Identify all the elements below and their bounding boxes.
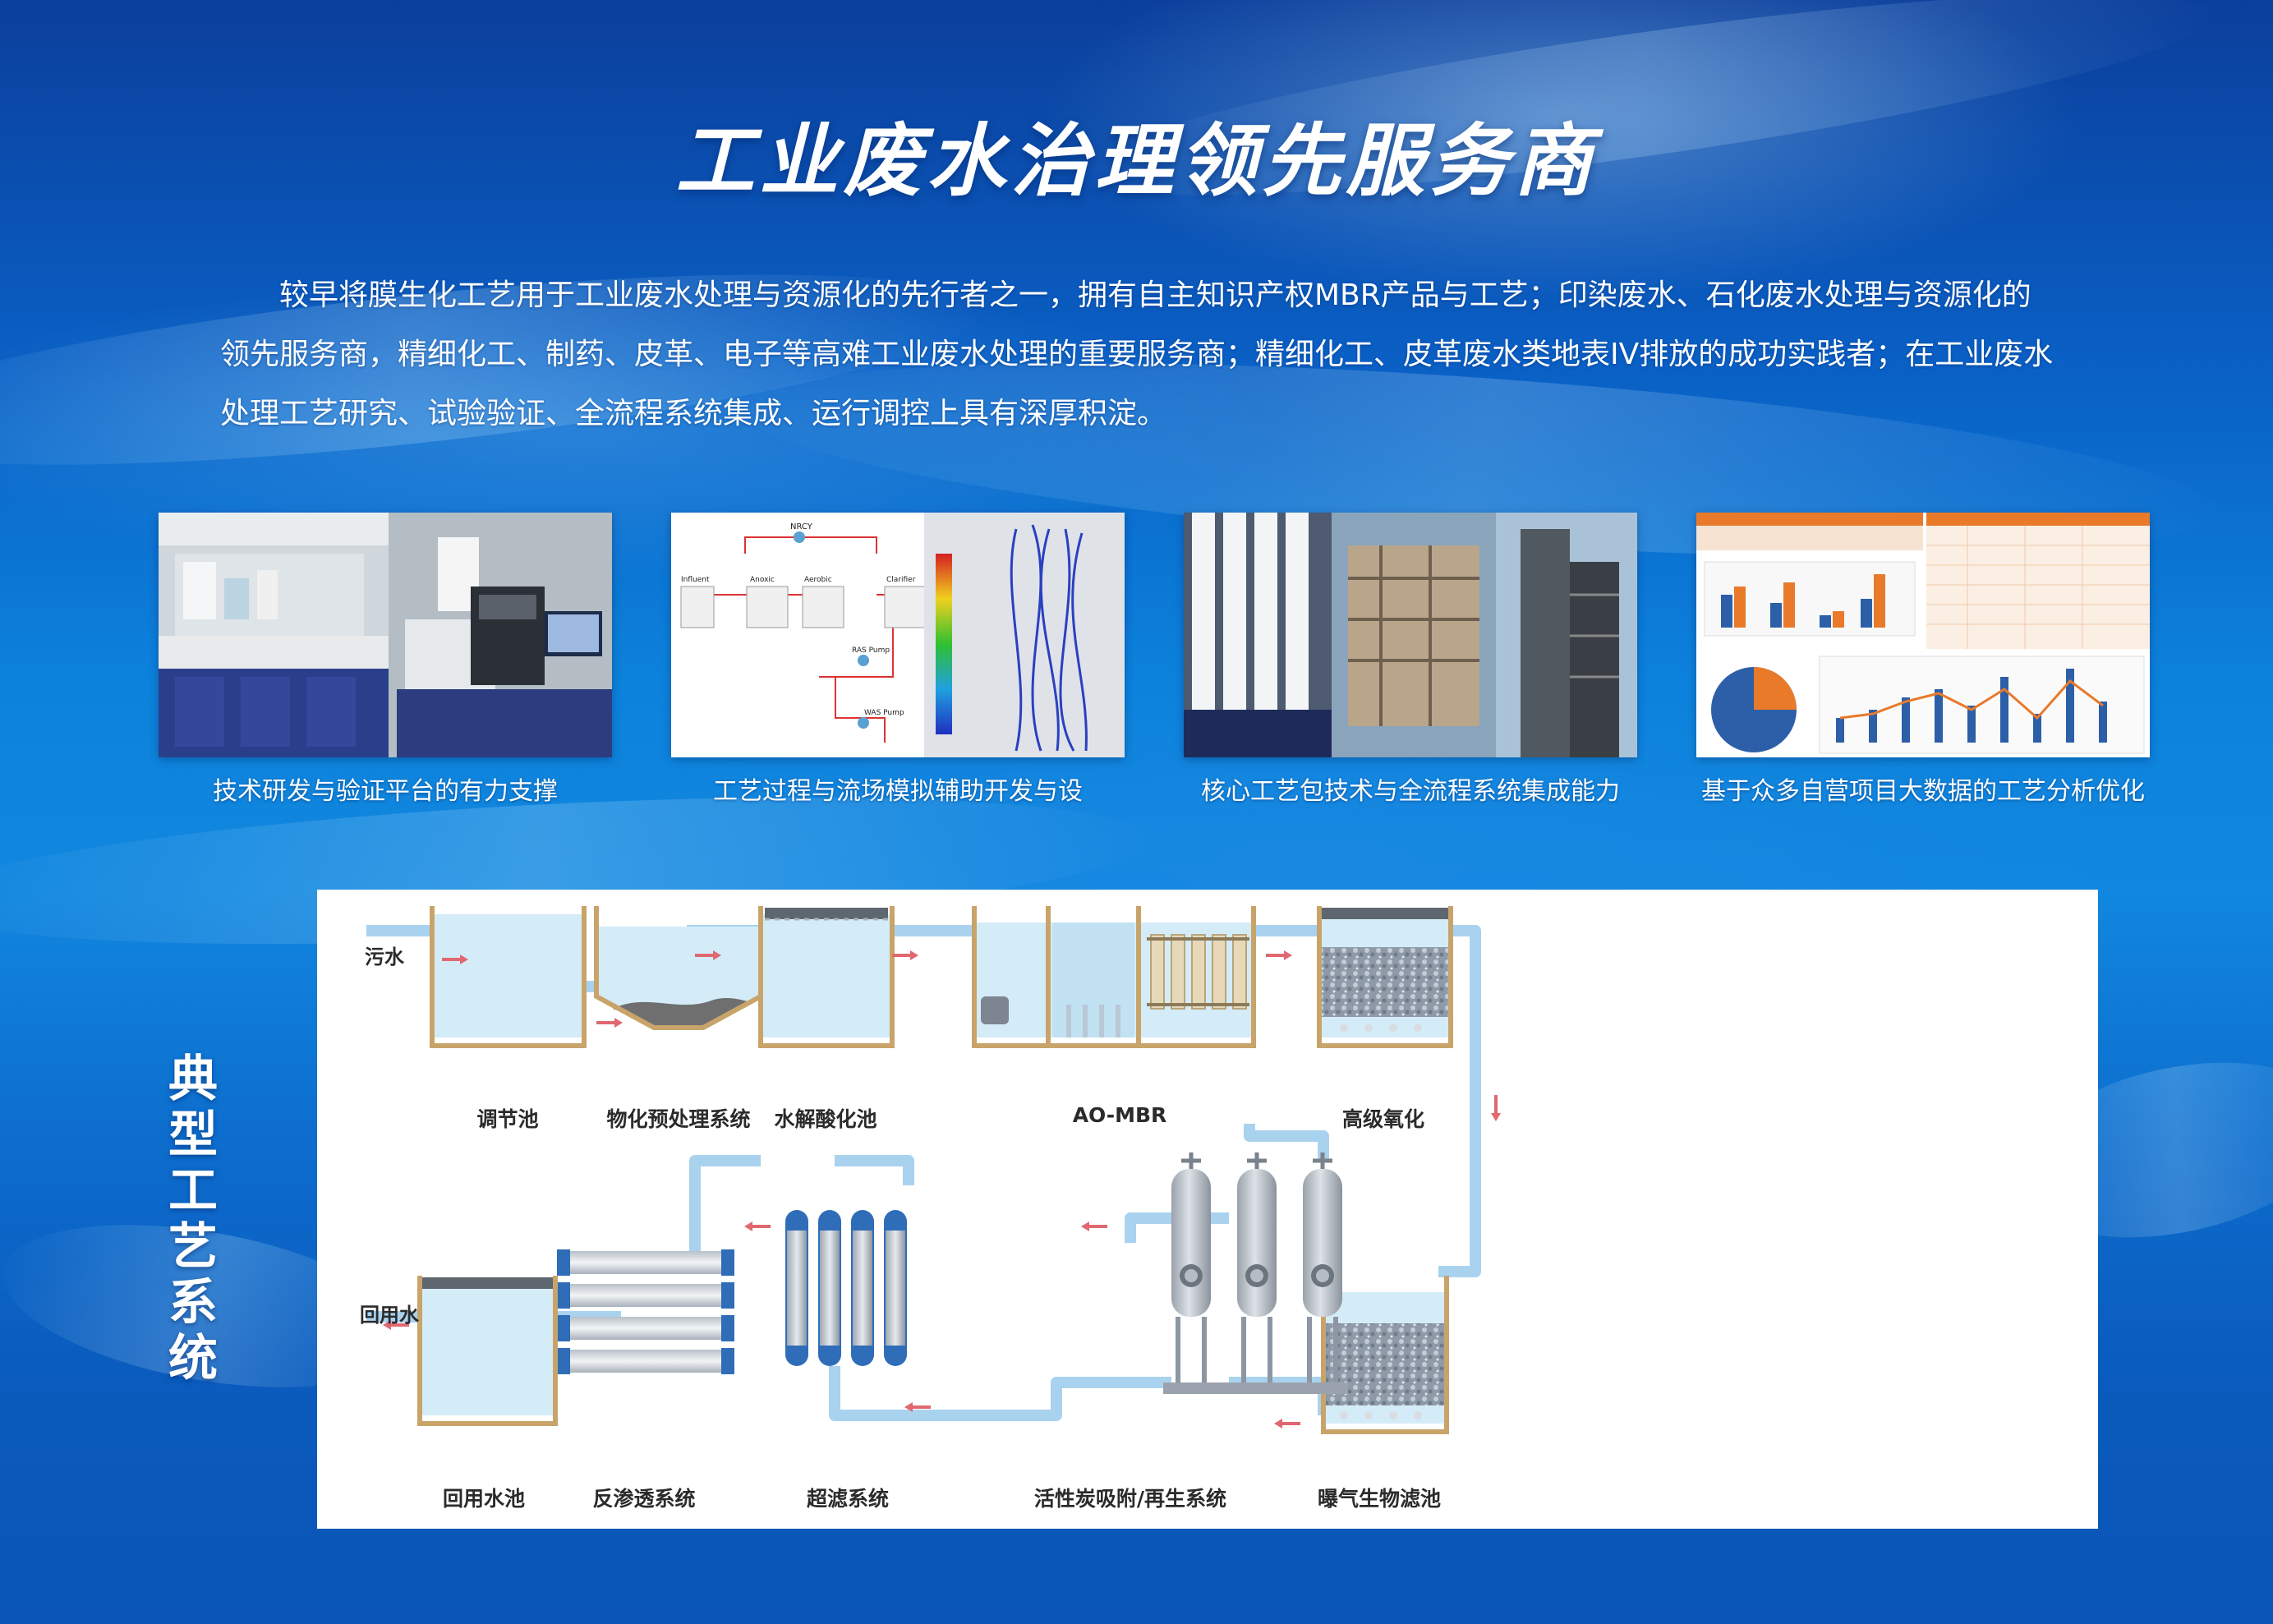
page-title: 工业废水治理领先服务商	[675, 115, 1598, 207]
process-step-label: 活性炭吸附/再生系统	[1033, 1487, 1227, 1511]
photo-caption: 基于众多自营项目大数据的工艺分析优化	[1701, 777, 2145, 806]
reuse-water-output-label: 回用水	[360, 1304, 419, 1327]
anoxic-label: Anoxic	[750, 576, 775, 584]
simulation-photo: NRCY Influent Anoxic Aerobic Clarifier R…	[671, 513, 1125, 757]
process-step-label: 调节池	[476, 1107, 539, 1131]
process-step-label: AO-MBR	[1072, 1103, 1167, 1127]
clarifier-label: Clarifier	[886, 576, 916, 584]
process-step-label: 超滤系统	[806, 1487, 889, 1511]
process-flow-graphic	[366, 906, 1502, 1434]
photo-caption: 工艺过程与流场模拟辅助开发与设	[713, 777, 1083, 806]
photo-caption: 技术研发与验证平台的有力支撑	[213, 777, 558, 806]
was-pump-label: WAS Pump	[864, 709, 904, 717]
plant-photo	[1184, 513, 1637, 757]
process-step-label: 高级氧化	[1341, 1107, 1424, 1131]
process-diagram: 污水 回用水 调节池 物化预处理系统 水解酸化池 AO-MBR 高级氧化 回用水…	[317, 890, 2098, 1529]
process-step-label: 反渗透系统	[592, 1487, 696, 1511]
intro-paragraph: 较早将膜生化工艺用于工业废水处理与资源化的先行者之一，拥有自主知识产权MBR产品…	[220, 278, 2054, 430]
process-step-label: 物化预处理系统	[606, 1107, 751, 1131]
process-step-label: 回用水池	[442, 1487, 525, 1511]
process-section-title: 典型工艺系统	[168, 1051, 218, 1387]
lab-photo	[159, 513, 612, 757]
aerobic-label: Aerobic	[804, 576, 832, 584]
process-step-label: 曝气生物滤池	[1317, 1487, 1441, 1511]
data-analysis-photo	[1696, 513, 2150, 757]
photo-caption: 核心工艺包技术与全流程系统集成能力	[1201, 777, 1620, 806]
influent-label: Influent	[681, 576, 710, 584]
process-step-label: 水解酸化池	[774, 1107, 877, 1131]
wastewater-input-label: 污水	[365, 945, 404, 968]
ras-pump-label: RAS Pump	[852, 646, 890, 655]
nrcy-label: NRCY	[790, 522, 813, 531]
